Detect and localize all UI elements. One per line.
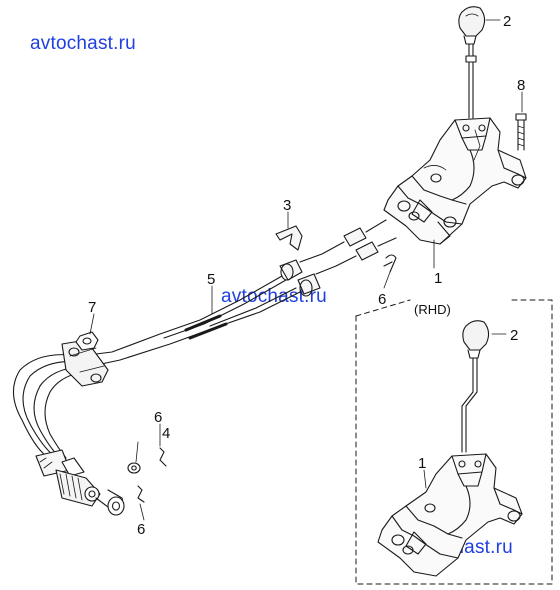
shifter-housing-rhd bbox=[377, 453, 523, 577]
callout-pin-upper: 6 bbox=[154, 409, 162, 426]
clip-3 bbox=[275, 225, 303, 251]
callout-pin-lower: 6 bbox=[137, 521, 145, 538]
washer-4 bbox=[127, 462, 141, 474]
bolt-8 bbox=[515, 113, 527, 151]
pin-6-upper bbox=[159, 447, 167, 467]
cable-end-fittings bbox=[35, 449, 125, 516]
rhd-label: (RHD) bbox=[414, 302, 451, 317]
cable-bracket bbox=[61, 339, 109, 387]
callout-pin-right: 6 bbox=[378, 291, 386, 308]
shift-lever-main bbox=[465, 43, 477, 119]
rhd-inset bbox=[355, 299, 553, 585]
callout-nut: 7 bbox=[88, 299, 96, 316]
callout-washer: 4 bbox=[162, 425, 170, 442]
cable-connectors bbox=[279, 219, 397, 297]
callout-knob-main: 2 bbox=[503, 13, 511, 30]
shift-knob-rhd bbox=[462, 320, 490, 359]
pin-6-right bbox=[383, 254, 397, 273]
callout-bolt: 8 bbox=[517, 77, 525, 94]
callout-knob-rhd: 2 bbox=[510, 327, 518, 344]
shift-knob-main bbox=[458, 6, 486, 45]
callout-clip: 3 bbox=[283, 197, 291, 214]
shift-lever-rhd bbox=[461, 357, 478, 453]
callout-housing-main: 1 bbox=[434, 270, 442, 287]
shift-cables bbox=[12, 275, 301, 459]
leader-lines bbox=[89, 19, 523, 521]
callout-housing-rhd: 1 bbox=[418, 455, 426, 472]
nut-7 bbox=[75, 331, 99, 351]
watermark-top-left: avtochast.ru bbox=[30, 33, 136, 54]
callout-cable: 5 bbox=[207, 271, 215, 288]
shifter-housing-main bbox=[383, 117, 527, 245]
pin-6-lower bbox=[137, 485, 145, 503]
